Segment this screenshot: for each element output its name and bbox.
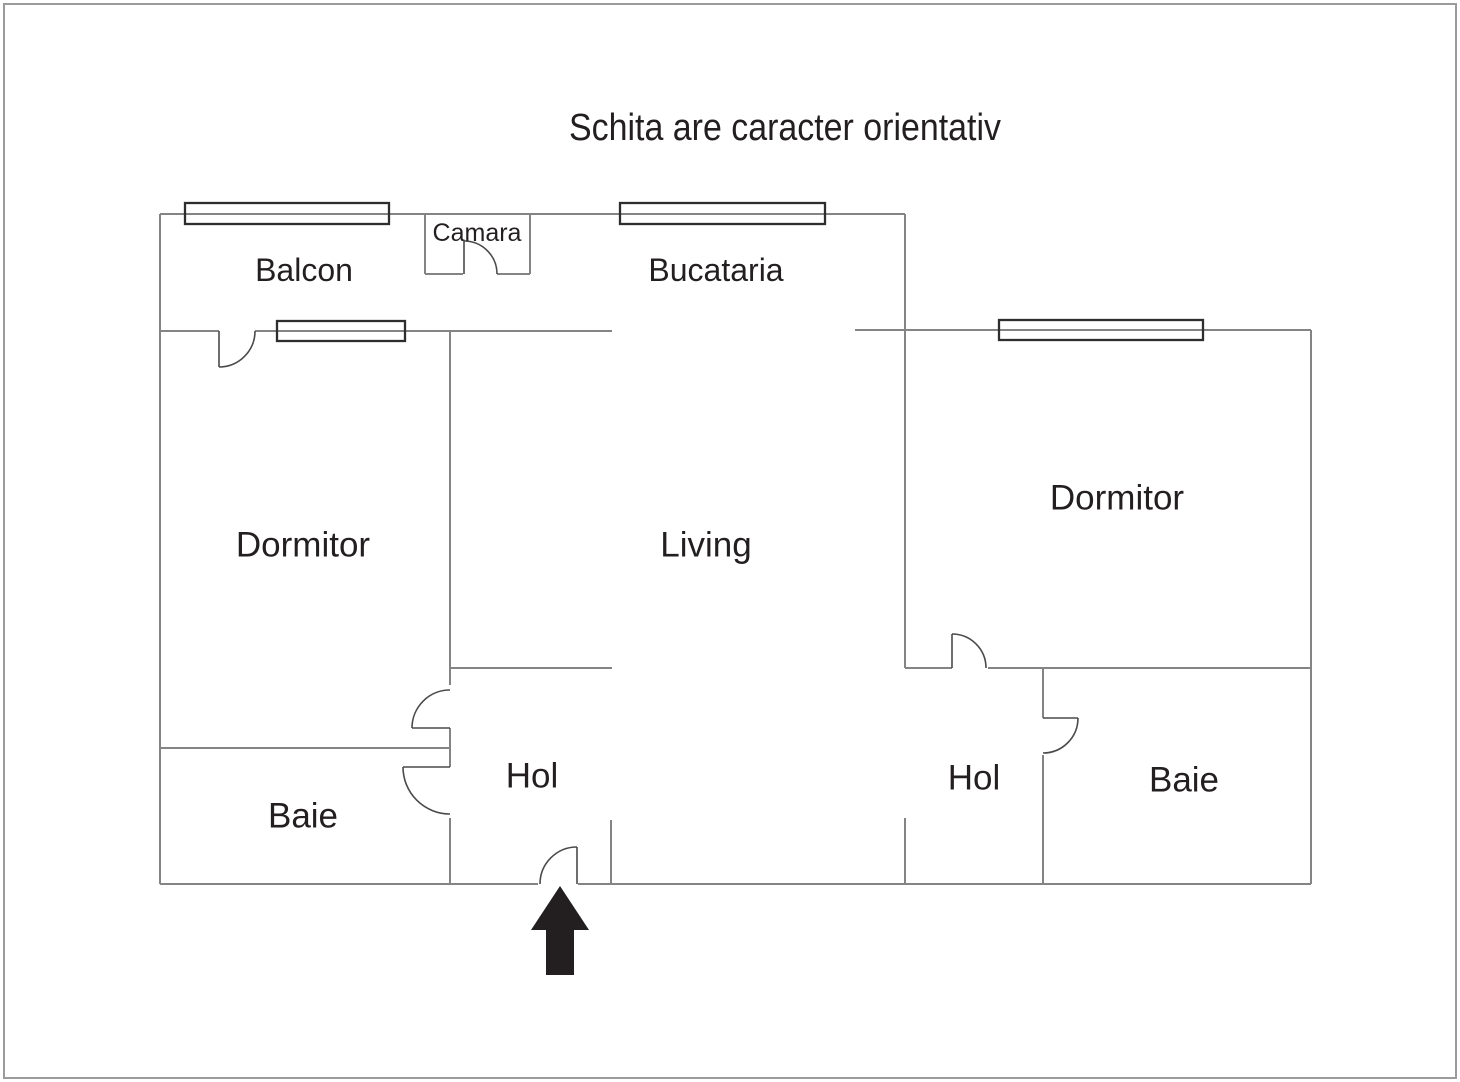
door-arc-entrance-door xyxy=(539,846,578,885)
room-label-dormitor: Dormitor xyxy=(236,526,371,565)
room-label-bucataria: Bucataria xyxy=(648,252,783,288)
room-label-camara: Camara xyxy=(433,219,522,247)
door-arc-baie-right-door xyxy=(1042,717,1079,754)
door-arc-balcon-door xyxy=(218,330,256,368)
door-arc-dormitor-left-door xyxy=(411,689,451,729)
door-arc-baie-left-door xyxy=(402,766,451,815)
room-label-baie: Baie xyxy=(1149,761,1219,800)
window-balcon-window xyxy=(183,201,391,226)
room-label-living: Living xyxy=(660,526,751,565)
window-bucataria-window xyxy=(618,201,827,226)
plan-title: Schita are caracter orientativ xyxy=(569,107,1001,149)
room-label-dormitor: Dormitor xyxy=(1050,479,1185,518)
window-dormitor-right-window xyxy=(997,318,1205,342)
room-label-hol: Hol xyxy=(506,757,559,796)
door-arc-camara-door xyxy=(463,240,498,275)
room-label-baie: Baie xyxy=(268,797,338,836)
door-arc-dormitor-right-door xyxy=(951,633,987,669)
room-label-balcon: Balcon xyxy=(255,252,353,288)
window-dormitor-left-window xyxy=(275,319,407,343)
room-label-hol: Hol xyxy=(948,759,1001,798)
entrance-arrow xyxy=(531,886,589,975)
